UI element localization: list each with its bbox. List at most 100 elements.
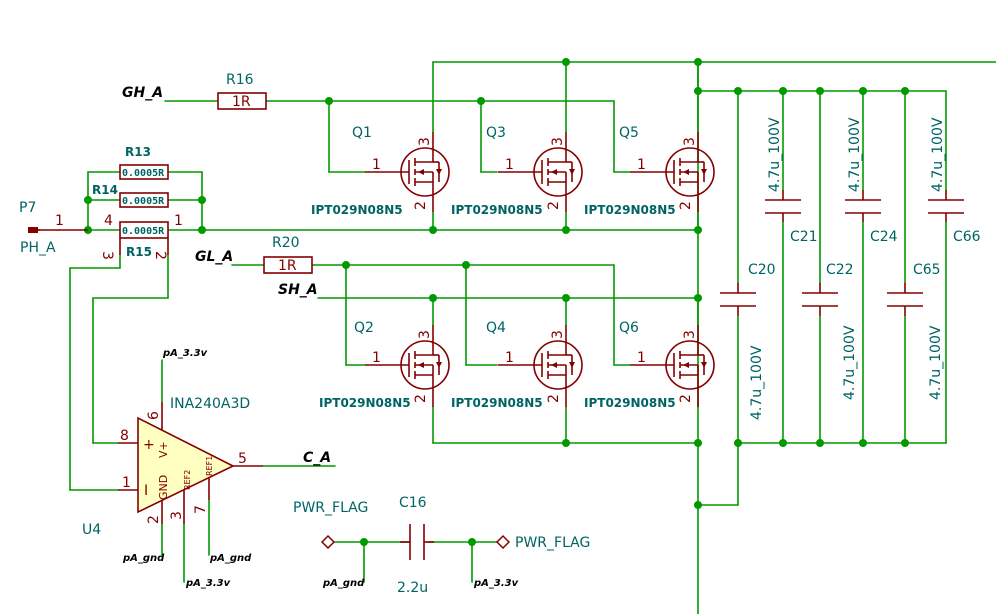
junction [694, 294, 702, 302]
net-label-gh-a: GH_A [122, 85, 163, 101]
pwr-flag-right: PWR_FLAG [495, 534, 590, 551]
mosfet-ref: Q6 [619, 320, 639, 336]
amp-part: INA240A3D [170, 396, 250, 412]
pwr-flag-label: PWR_FLAG [515, 535, 590, 551]
junction [562, 226, 570, 234]
junction [325, 97, 333, 105]
capacitor-c20: C20 4.7u_100V [720, 262, 776, 420]
junction [360, 538, 368, 546]
net-label-sh-a: SH_A [278, 282, 318, 298]
junction [477, 97, 485, 105]
resistor-r20: R20 1R [263, 235, 313, 274]
pin-number: 2 [678, 394, 694, 403]
amp-minus-sign: I [144, 483, 148, 499]
connector-pin-icon [28, 227, 38, 233]
mosfet-q4: 1 3 2 Q4 IPT029N08N5 [451, 320, 583, 410]
mosfet-part: IPT029N08N5 [451, 396, 543, 410]
capacitor-c24: 4.7u_100V C24 [845, 117, 898, 245]
pin-number: 3 [682, 137, 698, 146]
amp-vplus-label: V+ [157, 441, 170, 458]
junction [779, 439, 787, 447]
pin-number: 1 [505, 350, 514, 366]
resistor-ref: R20 [272, 235, 300, 251]
junction [734, 87, 742, 95]
resistor-ref: R16 [226, 72, 254, 88]
resistor-ref: R15 [126, 245, 152, 259]
capacitor-value: 4.7u_100V [842, 325, 858, 400]
mosfet-ref: Q1 [352, 125, 372, 141]
junction [859, 439, 867, 447]
pin-number: 1 [637, 157, 646, 173]
mosfet-part: IPT029N08N5 [451, 203, 543, 217]
power-label-3v3: pA_3.3v [473, 578, 519, 589]
junction [468, 538, 476, 546]
pin-number: 3 [99, 251, 115, 260]
resistor-value: 1R [278, 258, 297, 274]
pin-number: 1 [174, 213, 183, 229]
pin-number: 1 [637, 350, 646, 366]
resistor-value: 1R [232, 94, 251, 110]
junction [562, 58, 570, 66]
junction [462, 261, 470, 269]
capacitor-value: 4.7u_100V [930, 117, 946, 192]
pwr-flag-label: PWR_FLAG [293, 500, 368, 516]
power-label-gnd: pA_gnd [122, 553, 165, 564]
capacitor-ref: C65 [913, 262, 941, 278]
junction [694, 226, 702, 234]
mosfet-q2: 1 3 2 Q2 IPT029N08N5 [319, 320, 450, 410]
mosfet-part: IPT029N08N5 [311, 203, 403, 217]
capacitor-ref: C66 [953, 229, 981, 245]
mosfet-q5: 1 3 2 Q5 IPT029N08N5 [584, 125, 715, 217]
capacitor-ref: C22 [826, 262, 854, 278]
net-label-gl-a: GL_A [195, 249, 233, 265]
mosfet-q1: 1 3 2 Q1 IPT029N08N5 [311, 125, 450, 217]
junction [779, 87, 787, 95]
amp-ref1-label: REF1 [205, 456, 214, 476]
mosfet-part: IPT029N08N5 [584, 203, 676, 217]
connector-pin-number: 1 [55, 213, 64, 229]
capacitor-ref: C20 [748, 262, 776, 278]
junction [901, 439, 909, 447]
resistor-value: 0.0005R [122, 196, 165, 207]
mosfet-part: IPT029N08N5 [584, 396, 676, 410]
pin-number: 6 [146, 411, 162, 420]
amp-gnd-label: GND [157, 475, 170, 500]
junction [859, 87, 867, 95]
junction [901, 87, 909, 95]
pwr-flag-icon [495, 534, 511, 550]
current-sense-amp-u4: 8 1 5 6 2 3 7 + I V+ GND REF2 REF1 INA24… [82, 396, 263, 538]
pin-number: 8 [120, 428, 129, 444]
resistor-value: 0.0005R [122, 168, 165, 179]
capacitor-value: 2.2u [397, 580, 428, 596]
pin-number: 1 [122, 475, 131, 491]
mosfet-part: IPT029N08N5 [319, 396, 411, 410]
mosfet-ref: Q4 [486, 320, 506, 336]
capacitor-ref: C24 [870, 229, 898, 245]
pin-number: 5 [238, 451, 247, 467]
amp-plus-sign: + [143, 437, 155, 453]
capacitor-value: 4.7u_100V [928, 325, 944, 400]
mosfet-ref: Q5 [619, 125, 639, 141]
junction [429, 226, 437, 234]
amp-ref: U4 [82, 522, 101, 538]
power-label-gnd: pA_gnd [322, 578, 365, 589]
power-label-3v3: pA_3.3v [162, 348, 208, 359]
mosfet-q6: 1 3 2 Q6 IPT029N08N5 [584, 320, 715, 410]
junction [694, 58, 702, 66]
junction [816, 439, 824, 447]
mosfet-q3: 1 3 2 Q3 IPT029N08N5 [451, 125, 583, 217]
pin-number: 1 [372, 350, 381, 366]
pin-number: 3 [169, 511, 185, 520]
pin-number: 3 [550, 330, 566, 339]
power-label-3v3: pA_3.3v [185, 578, 231, 589]
junction [429, 294, 437, 302]
junction [84, 196, 92, 204]
junction-dots [84, 58, 909, 546]
mosfet-ref: Q2 [354, 320, 374, 336]
mosfet-ref: Q3 [486, 125, 506, 141]
capacitor-c16: C16 2.2u [397, 495, 434, 596]
junction [198, 226, 206, 234]
capacitor-value: 4.7u_100V [847, 117, 863, 192]
capacitor-ref: C21 [790, 229, 818, 245]
